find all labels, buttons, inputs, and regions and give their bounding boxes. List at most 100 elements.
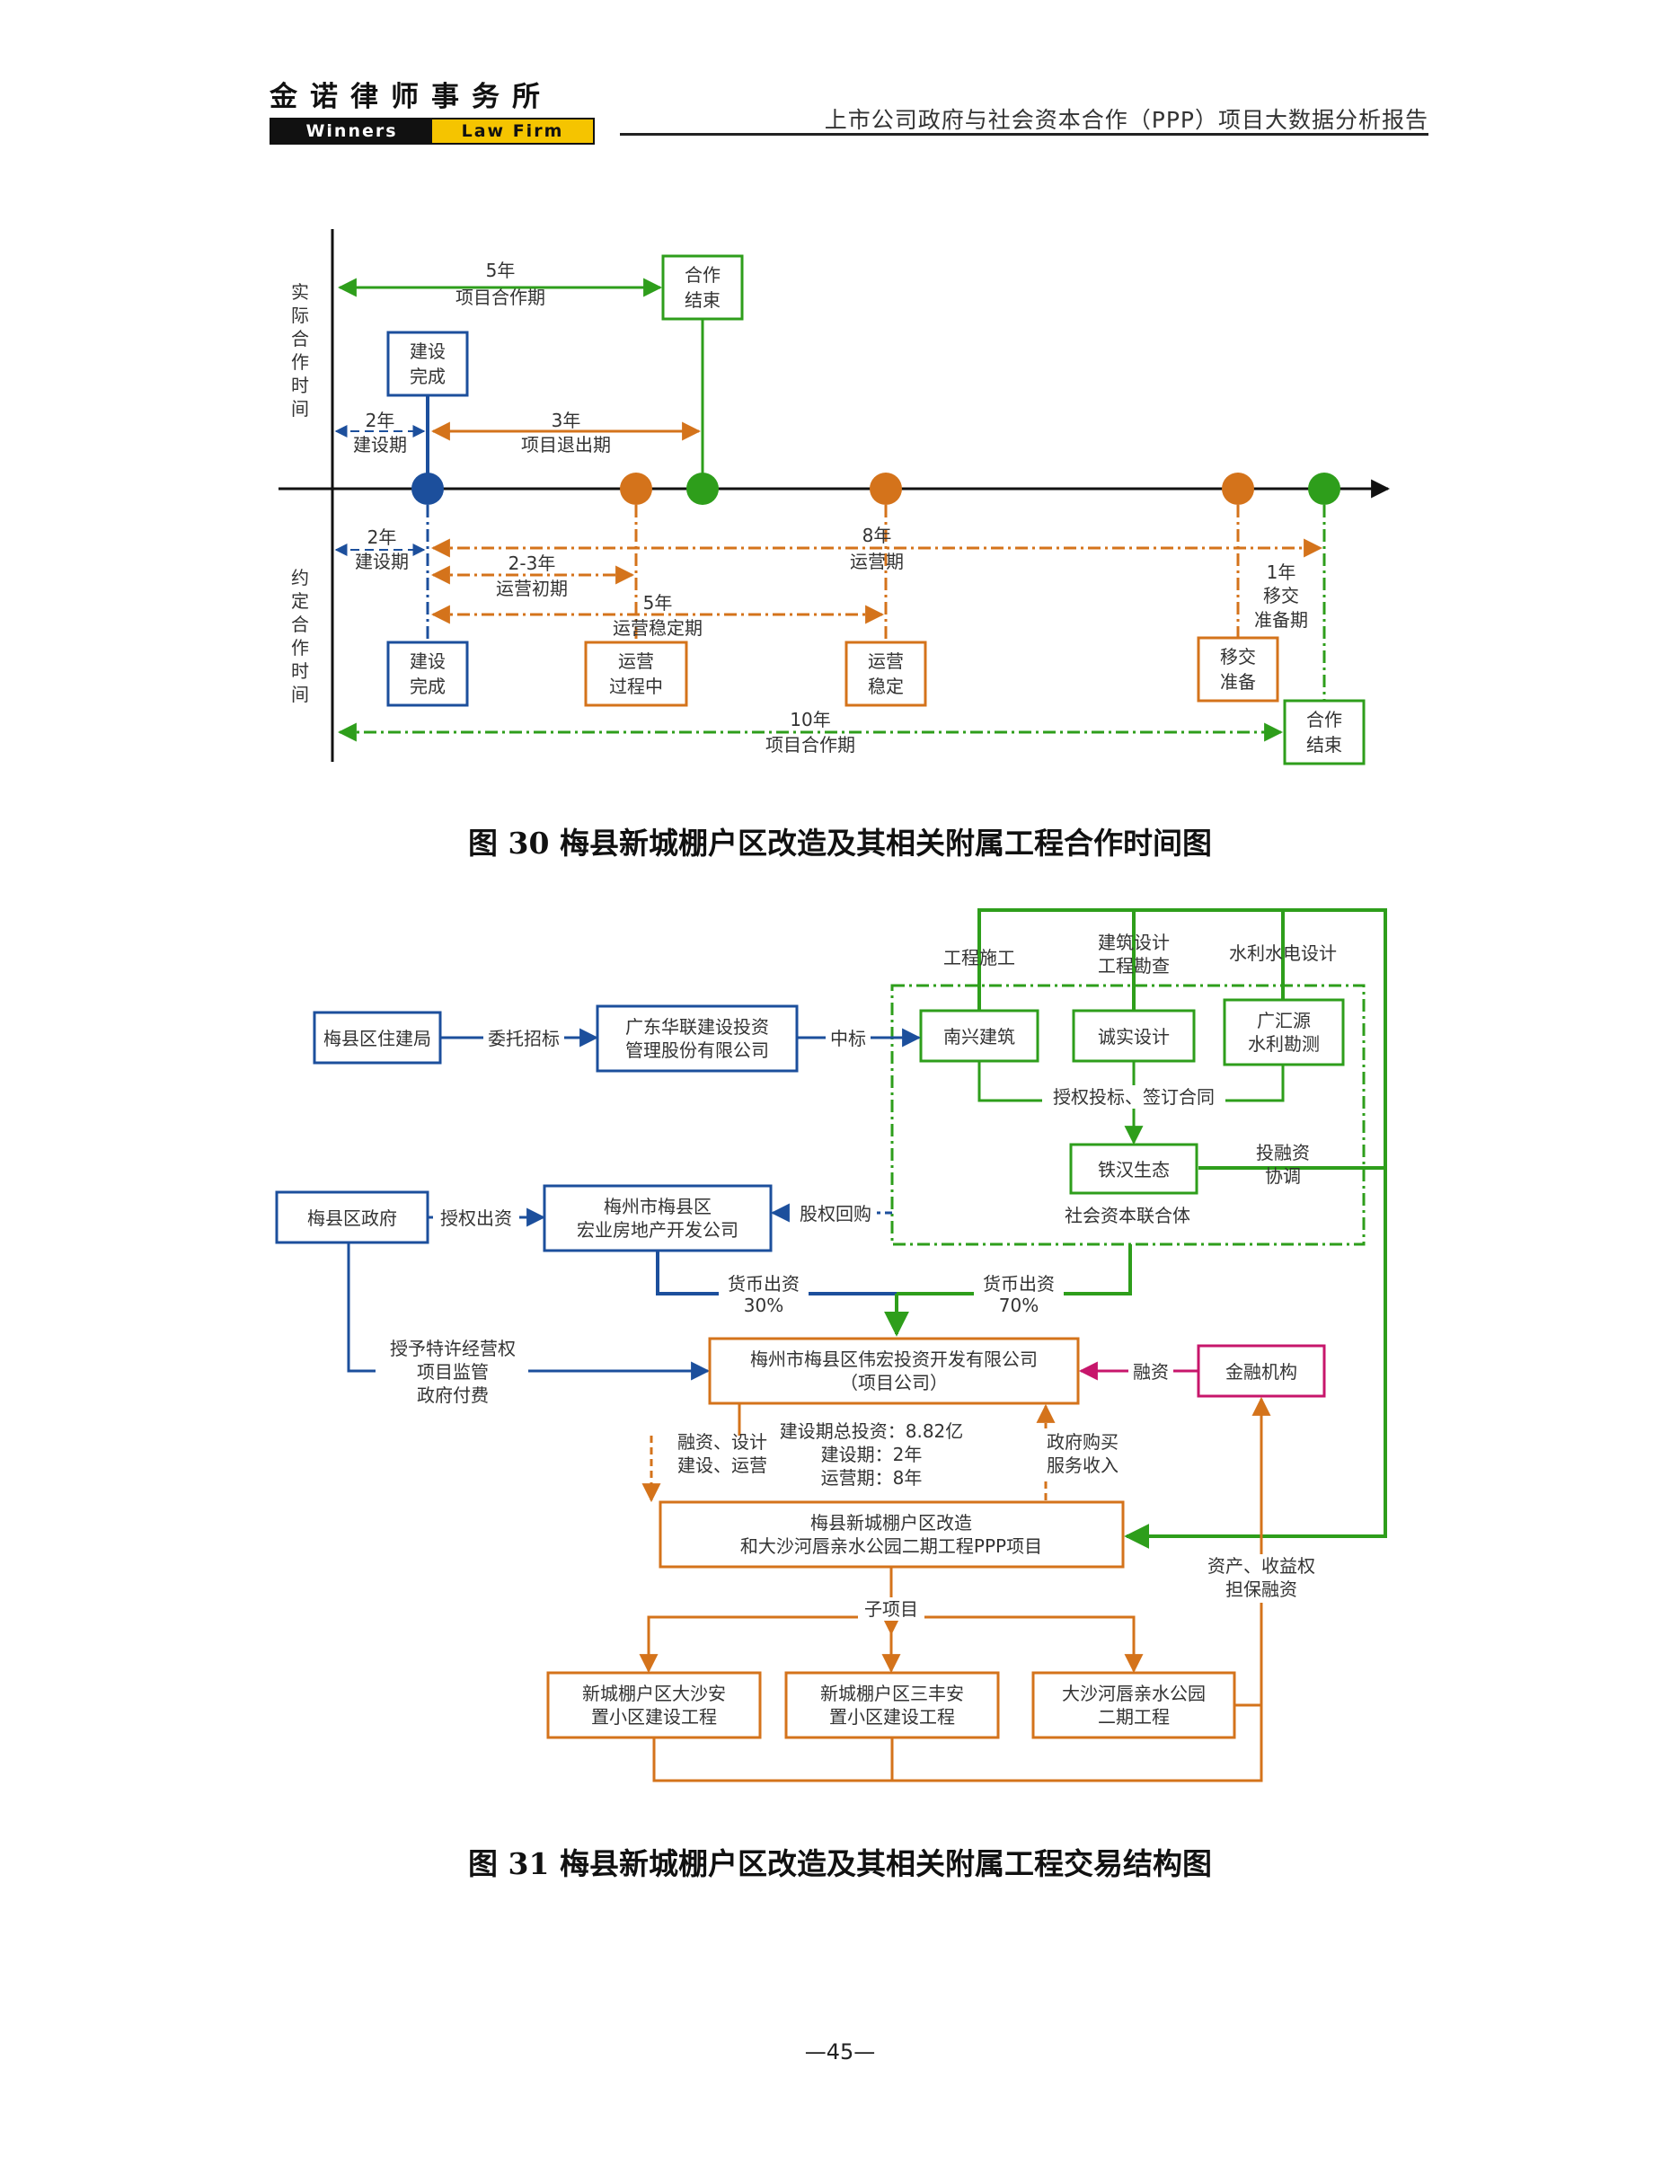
node-housing-bureau-label: 梅县区住建局 — [323, 1028, 431, 1049]
svg-text:间: 间 — [291, 398, 309, 420]
coop-end-upper-b: 结束 — [685, 289, 721, 311]
label-authorize: 授权投标、签订合同 — [1053, 1086, 1215, 1108]
label-design-b: 工程勘查 — [1098, 955, 1170, 977]
label-stats-c: 运营期：8年 — [821, 1467, 923, 1489]
consortium-frame — [890, 984, 1366, 1246]
milestone-dot-coop-end-agreed — [1308, 473, 1340, 505]
node-chengshi-label: 诚实设计 — [1098, 1026, 1170, 1048]
milestone-dot-ops-stable — [870, 473, 902, 505]
label-financing: 融资 — [1133, 1361, 1169, 1383]
ops-early-b: 运营初期 — [496, 578, 568, 599]
node-project-company — [708, 1337, 1080, 1405]
label-subproject: 子项目 — [864, 1598, 918, 1620]
node-company-a: 梅州市梅县区伟宏投资开发有限公司 — [750, 1348, 1038, 1370]
node-project-a: 梅县新城棚户区改造 — [810, 1512, 972, 1534]
build-done-box-lower — [386, 641, 469, 707]
logo-english-name: Winners Law Firm — [270, 118, 595, 145]
node-finance-label: 金融机构 — [1225, 1361, 1297, 1383]
node-huanlian-b: 管理股份有限公司 — [625, 1039, 769, 1061]
transfer-1y-a: 1年 — [1267, 561, 1296, 583]
node-sub2 — [784, 1671, 1000, 1739]
label-consortium: 社会资本联合体 — [1065, 1205, 1190, 1226]
node-gov — [275, 1190, 429, 1244]
ops-stable-box-a: 运营 — [868, 650, 904, 672]
label-stats-a: 建设期总投资：8.82亿 — [780, 1420, 964, 1442]
node-nanxing — [919, 1009, 1039, 1063]
firm-logo: 金诺律师事务所 Winners Law Firm — [270, 74, 595, 145]
node-hongye-b: 宏业房地产开发公司 — [577, 1219, 738, 1241]
svg-text:合: 合 — [291, 614, 309, 635]
build-done-lower-b: 完成 — [410, 676, 446, 697]
milestone-dot-build — [411, 473, 444, 505]
node-tiehan — [1069, 1143, 1198, 1195]
label-invest-b: 协调 — [1265, 1165, 1301, 1187]
svg-text:间: 间 — [291, 684, 309, 705]
coop-10y-b: 项目合作期 — [765, 734, 855, 756]
build-done-upper-b: 完成 — [410, 366, 446, 387]
ops-early-a: 2-3年 — [508, 553, 556, 574]
label-design-a: 建筑设计 — [1098, 932, 1170, 953]
ops-stable-b: 运营稳定期 — [613, 617, 703, 639]
svg-text:合: 合 — [291, 328, 309, 349]
build-2y-upper-b: 建设期 — [353, 434, 407, 455]
node-sub1-a: 新城棚户区大沙安 — [582, 1683, 726, 1704]
ops-stable-box — [844, 641, 927, 707]
page-number: —45— — [804, 2039, 876, 2065]
coop-5y-sublabel: 项目合作期 — [455, 287, 545, 308]
node-chengshi — [1072, 1009, 1196, 1063]
node-sub2-a: 新城棚户区三丰安 — [820, 1683, 964, 1704]
svg-text:时: 时 — [291, 660, 309, 682]
exit-3y-a: 3年 — [552, 410, 581, 431]
transfer-prep-box — [1197, 636, 1279, 703]
axis-label-upper: 实际合 作时间 — [291, 281, 309, 420]
coop-10y-a: 10年 — [790, 709, 830, 730]
label-purchase-b: 服务收入 — [1047, 1455, 1119, 1476]
build-2y-lower-a: 2年 — [367, 526, 397, 548]
label-construction: 工程施工 — [943, 947, 1015, 968]
build-done-upper-a: 建设 — [410, 340, 446, 362]
figure30-caption: 图 30 梅县新城棚户区改造及其相关附属工程合作时间图 — [468, 826, 1212, 861]
node-sub2-b: 置小区建设工程 — [829, 1706, 955, 1728]
coop-5y-label: 5年 — [486, 260, 516, 281]
report-title: 上市公司政府与社会资本合作（PPP）项目大数据分析报告 — [824, 107, 1428, 133]
svg-text:作: 作 — [291, 351, 309, 373]
svg-text:约: 约 — [291, 567, 309, 588]
label-franchise-b: 项目监管 — [417, 1361, 489, 1383]
svg-text:时: 时 — [291, 375, 309, 396]
node-guanghui-a: 广汇源 — [1257, 1010, 1311, 1031]
node-tiehan-label: 铁汉生态 — [1098, 1159, 1170, 1180]
label-cash30-b: 30% — [744, 1295, 783, 1316]
build-2y-upper-a: 2年 — [366, 410, 395, 431]
transfer-1y-b: 移交 — [1263, 585, 1299, 606]
label-ops-b: 建设、运营 — [677, 1455, 767, 1476]
ops-process-box — [584, 641, 688, 707]
build-done-box-upper — [386, 331, 469, 397]
node-nanxing-label: 南兴建筑 — [943, 1026, 1015, 1048]
ops-process-b: 过程中 — [609, 676, 663, 697]
label-franchise-c: 政府付费 — [417, 1384, 489, 1406]
label-win-bid: 中标 — [830, 1028, 866, 1049]
milestone-dot-transfer — [1222, 473, 1254, 505]
label-cash30-a: 货币出资 — [728, 1273, 800, 1295]
label-cash70-b: 70% — [999, 1295, 1039, 1316]
node-sub3-b: 二期工程 — [1098, 1706, 1170, 1728]
build-2y-lower-b: 建设期 — [355, 551, 409, 572]
label-stats-b: 建设期：2年 — [821, 1444, 923, 1465]
label-buyback: 股权回购 — [800, 1203, 871, 1225]
ops-process-a: 运营 — [618, 650, 654, 672]
node-hongye — [543, 1184, 773, 1252]
ops-stable-a: 5年 — [643, 592, 673, 614]
label-collateral-a: 资产、收益权 — [1207, 1555, 1315, 1577]
label-water-design: 水利水电设计 — [1229, 942, 1337, 964]
node-sub3 — [1031, 1671, 1236, 1739]
coop-end-lower-b: 结束 — [1306, 734, 1342, 756]
milestone-dot-ops-early — [620, 473, 652, 505]
label-cash70-a: 货币出资 — [983, 1273, 1055, 1295]
coop-end-lower-a: 合作 — [1306, 709, 1342, 730]
build-done-lower-a: 建设 — [410, 650, 446, 672]
figure31-structure: 工程施工 建筑设计 工程勘查 水利水电设计 南兴建筑 诚实设计 广汇源 水利勘测… — [275, 908, 1387, 1782]
node-gov-label: 梅县区政府 — [307, 1207, 397, 1229]
svg-text:际: 际 — [291, 305, 309, 326]
ops-stable-box-b: 稳定 — [868, 676, 904, 697]
